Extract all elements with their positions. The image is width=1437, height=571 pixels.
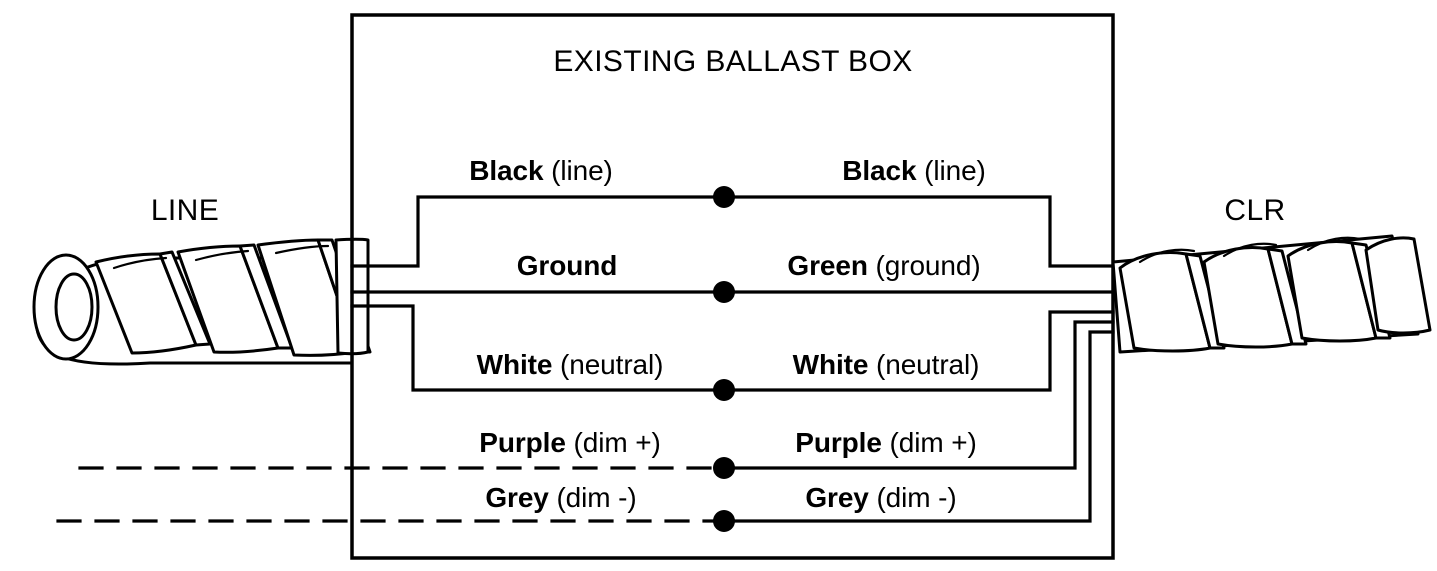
junction-dot-ground: [713, 281, 735, 303]
wire-runs: [56, 195, 1115, 523]
wire-white-left: [350, 304, 726, 392]
wire-note: (dim +): [565, 427, 661, 458]
wire-color-name: Black: [469, 155, 544, 186]
wire-color-name: Green: [787, 250, 868, 281]
wire-note: (dim -): [868, 482, 957, 513]
junction-dots: [713, 186, 735, 532]
wire-color-name: Grey: [805, 482, 869, 513]
wire-label-left-black: Black (line): [469, 157, 613, 185]
wire-label-right-white: White (neutral): [793, 351, 980, 379]
wire-color-name: Purple: [795, 427, 882, 458]
wire-note: (dim -): [548, 482, 637, 513]
wire-note: (neutral): [868, 349, 980, 380]
wire-black-left: [350, 195, 726, 268]
wire-note: (dim +): [881, 427, 977, 458]
wire-label-left-grey: Grey (dim -): [485, 484, 636, 512]
wire-black-right: [722, 195, 1115, 268]
wire-label-right-green: Green (ground): [787, 252, 980, 280]
right-flex-conduit: [1111, 234, 1432, 354]
wire-note: (ground): [867, 250, 981, 281]
wire-label-left-ground: Ground: [517, 252, 618, 280]
page-title: EXISTING BALLAST BOX: [553, 45, 913, 78]
wire-note: (line): [543, 155, 613, 186]
ballast-box-outline: [350, 13, 1115, 560]
endpoint-label-line: LINE: [150, 194, 220, 227]
endpoint-label-clr: CLR: [1224, 194, 1286, 227]
wire-label-right-purple: Purple (dim +): [795, 427, 977, 458]
wire-color-name: White: [476, 349, 553, 380]
wire-color-name: Ground: [516, 250, 618, 281]
wire-color-name: White: [792, 349, 869, 380]
junction-dot-grey: [713, 510, 735, 532]
wire-label-right-black: Black (line): [842, 157, 986, 185]
junction-dot-purple: [713, 457, 735, 479]
wire-note: (neutral): [552, 349, 664, 380]
wire-white-right: [722, 310, 1115, 392]
wire-color-name: Black: [842, 155, 917, 186]
wire-purple-right: [722, 320, 1115, 470]
left-flex-conduit: [32, 237, 372, 366]
wire-color-name: Purple: [479, 427, 566, 458]
wire-label-left-white: White (neutral): [477, 351, 664, 379]
wire-note: (line): [916, 155, 986, 186]
wire-label-right-grey: Grey (dim -): [805, 484, 956, 512]
junction-dot-black: [713, 186, 735, 208]
wire-label-left-purple: Purple (dim +): [479, 427, 661, 458]
wire-grey-right: [722, 330, 1115, 523]
wire-color-name: Grey: [485, 482, 549, 513]
junction-dot-white: [713, 379, 735, 401]
